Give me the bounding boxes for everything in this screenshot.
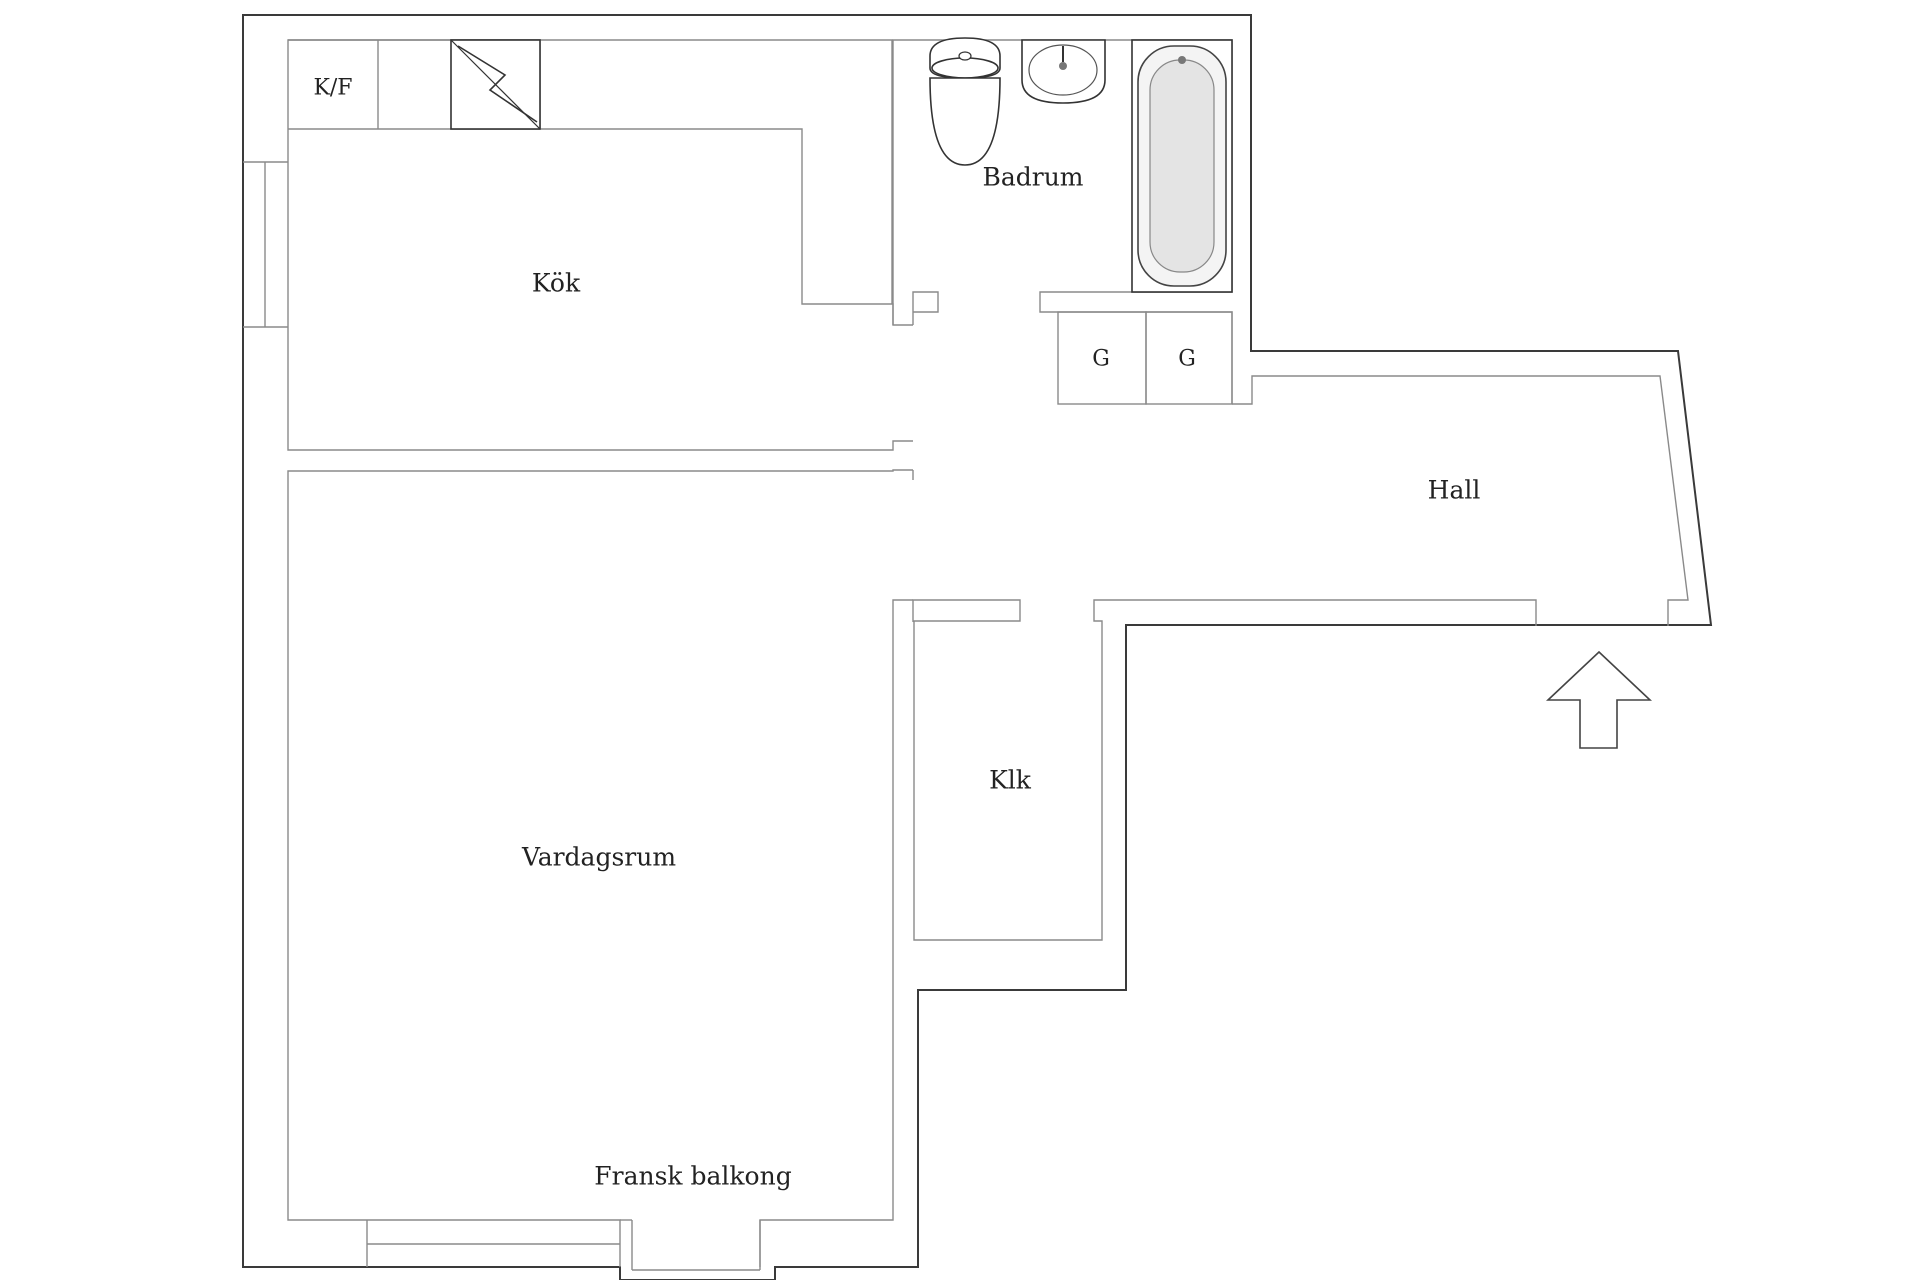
room-label-hall: Hall xyxy=(1427,475,1481,505)
outer-wall xyxy=(242,14,1713,1280)
toilet-icon xyxy=(929,37,1001,166)
fridge-freezer-label: K/F xyxy=(313,75,353,101)
balcony-window xyxy=(366,1219,761,1271)
sink-icon xyxy=(1021,39,1106,104)
stove-icon xyxy=(450,39,541,130)
room-label-closet: Klk xyxy=(989,765,1031,795)
room-label-kitchen: Kök xyxy=(531,268,581,298)
wardrobe-label-1: G xyxy=(1092,346,1110,372)
room-label-balcony: Fransk balkong xyxy=(594,1161,792,1191)
room-label-living-room: Vardagsrum xyxy=(521,842,677,872)
room-label-bathroom: Badrum xyxy=(982,162,1084,192)
kitchen-wall xyxy=(287,39,913,451)
bathtub-icon xyxy=(1131,39,1233,293)
wardrobes xyxy=(1057,311,1233,405)
wardrobe-label-2: G xyxy=(1178,346,1196,372)
kitchen-window xyxy=(243,161,288,328)
hall-wall xyxy=(1232,375,1689,626)
entrance-arrow-icon xyxy=(1545,650,1653,749)
